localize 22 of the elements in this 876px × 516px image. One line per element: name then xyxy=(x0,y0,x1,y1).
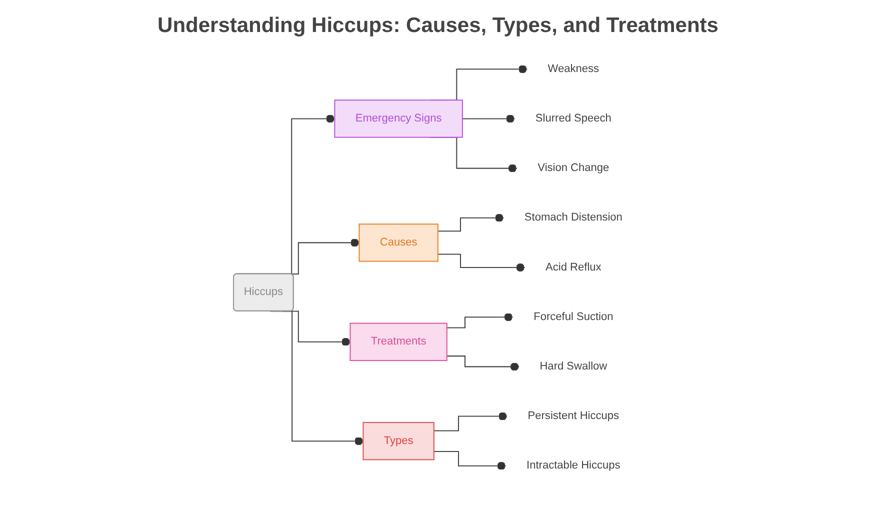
connector xyxy=(446,355,519,370)
node-text: Acid Reflux xyxy=(545,260,601,273)
connector xyxy=(438,213,504,232)
node-text: Weakness xyxy=(547,62,599,74)
node-text: Forceful Suction xyxy=(533,310,613,322)
node-text: Vision Change xyxy=(537,162,609,174)
node-text: Persistent Hiccups xyxy=(527,410,619,422)
connector xyxy=(438,253,525,272)
node-text: Slurred Speech xyxy=(535,112,612,124)
diagram-title: Understanding Hiccups: Causes, Types, and Treatments xyxy=(156,14,720,38)
connector xyxy=(434,450,506,470)
connector xyxy=(270,310,363,445)
connector xyxy=(462,114,514,122)
node-text: Intractable Hiccups xyxy=(526,459,620,471)
connector xyxy=(434,412,507,431)
node-box: Treatments xyxy=(349,322,448,361)
node-box: Emergency Signs xyxy=(334,99,463,138)
connector xyxy=(446,312,513,328)
node-box: Types xyxy=(362,421,434,460)
node-text: Hard Swallow xyxy=(539,360,607,372)
node-box: Causes xyxy=(358,223,438,262)
node-text: Stomach Distension xyxy=(524,211,622,223)
